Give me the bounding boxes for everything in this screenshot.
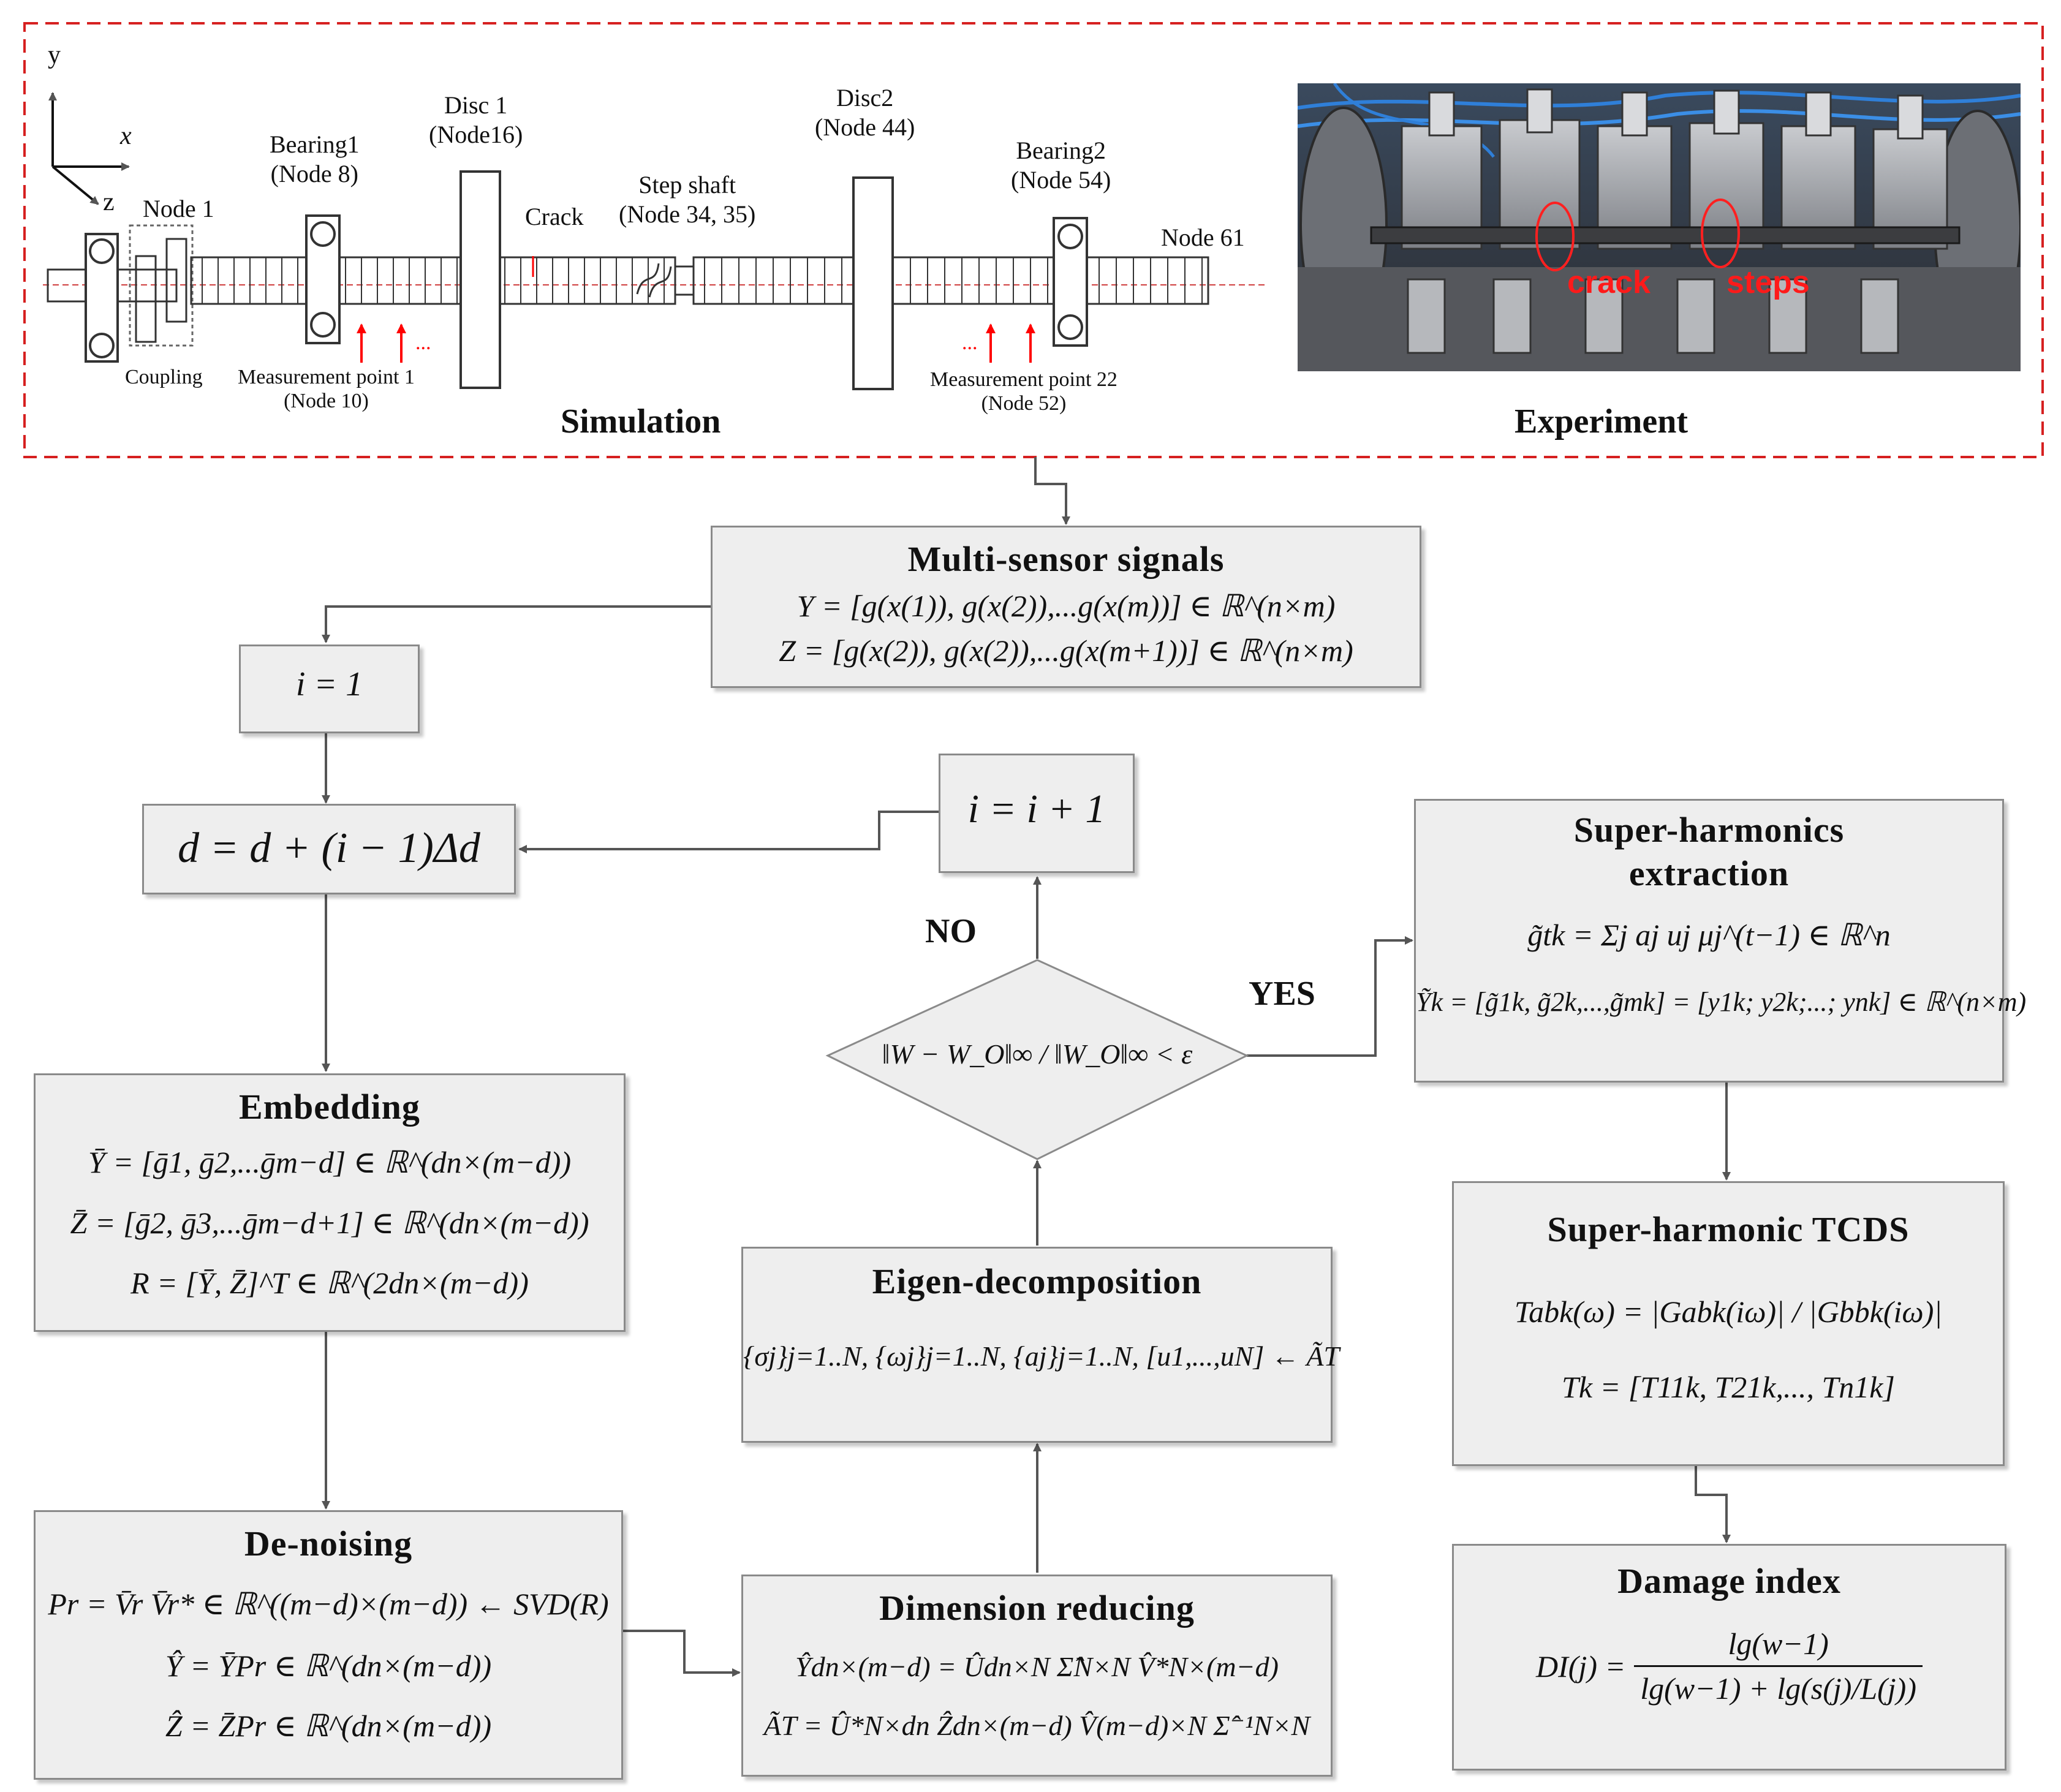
- disc-1-shape: [459, 170, 501, 389]
- node61-label: Node 61: [1161, 224, 1245, 251]
- denoising-eq-3: Ẑ = Z̄Pr ∈ ℝ^(dn×(m−d)): [165, 1709, 492, 1743]
- tcds-eq-1: Tabk(ω) = |Gabk(iω)| / |Gbbk(iω)|: [1514, 1295, 1943, 1329]
- crack-highlight: [1535, 202, 1575, 271]
- steps-photo-label: steps: [1726, 265, 1810, 300]
- increment-equation: i = i + 1: [967, 787, 1106, 831]
- init-box: i = 1: [239, 645, 420, 733]
- dimension-title: Dimension reducing: [879, 1588, 1195, 1628]
- axis-y-label: y: [48, 41, 61, 69]
- measurement-dots-22: ...: [962, 331, 978, 354]
- measurement-point-1-label: Measurement point 1 (Node 10): [238, 366, 415, 413]
- multi-sensor-title: Multi-sensor signals: [907, 539, 1225, 579]
- damage-index-box: Damage index DI(j) = lg(w−1) lg(w−1) + l…: [1452, 1544, 2006, 1771]
- no-label: NO: [925, 912, 977, 950]
- denoising-eq-2: Ŷ = ȲPr ∈ ℝ^(dn×(m−d)): [165, 1648, 492, 1683]
- embedding-box: Embedding Ȳ = [ḡ1, ḡ2,...ḡm−d] ∈ ℝ^(dn×(…: [34, 1073, 626, 1332]
- init-equation: i = 1: [295, 665, 363, 703]
- step-shaft-label: Step shaft (Node 34, 35): [619, 171, 756, 228]
- dimension-reducing-box: Dimension reducing Ŷdn×(m−d) = Ûdn×N Σ̂N…: [741, 1575, 1333, 1777]
- coupling-label: Coupling: [125, 366, 203, 388]
- dimension-eq-2: ÃT = Û*N×dn Ẑdn×(m−d) V̂(m−d)×N Σ̂⁻¹N×N: [763, 1709, 1310, 1741]
- yes-label: YES: [1249, 975, 1315, 1013]
- increment-box: i = i + 1: [939, 754, 1135, 873]
- bearing1-label: Bearing1 (Node 8): [270, 130, 360, 187]
- bearing-2-shape: [1053, 217, 1088, 347]
- disc2-label: Disc2 (Node 44): [815, 84, 915, 141]
- crack-photo-label: crack: [1567, 265, 1651, 300]
- shaft-segment-2: [692, 256, 1209, 305]
- disc-2-shape: [852, 176, 894, 390]
- damage-lhs: DI(j) =: [1536, 1649, 1626, 1684]
- axis-x-label: x: [120, 122, 132, 150]
- coupling-outline: [129, 224, 194, 347]
- update-d-box: d = d + (i − 1)Δd: [142, 804, 516, 894]
- embedding-title: Embedding: [239, 1087, 420, 1127]
- super-harmonic-tcds-box: Super-harmonic TCDS Tabk(ω) = |Gabk(iω)|…: [1452, 1181, 2005, 1466]
- simulation-title: Simulation: [561, 403, 721, 440]
- denoising-eq-1: Pr = V̄r V̄r* ∈ ℝ^((m−d)×(m−d)) ← SVD(R): [48, 1587, 609, 1621]
- tcds-title: Super-harmonic TCDS: [1547, 1209, 1910, 1249]
- multi-sensor-signals-box: Multi-sensor signals Y = [g(x(1)), g(x(2…: [711, 526, 1421, 688]
- denoising-title: De-noising: [244, 1524, 413, 1563]
- multi-sensor-eq-y: Y = [g(x(1)), g(x(2)),...g(x(m))] ∈ ℝ^(n…: [796, 589, 1336, 623]
- multi-sensor-eq-z: Z = [g(x(2)), g(x(2)),...g(x(m+1))] ∈ ℝ^…: [779, 633, 1353, 668]
- dimension-eq-1: Ŷdn×(m−d) = Ûdn×N Σ̂N×N V̂*N×(m−d): [795, 1651, 1279, 1682]
- damage-numerator: lg(w−1): [1728, 1627, 1829, 1661]
- axis-z-label: z: [103, 188, 115, 216]
- embedding-eq-3: R = [Ȳ, Z̄]^T ∈ ℝ^(2dn×(m−d)): [130, 1266, 529, 1300]
- embedding-eq-1: Ȳ = [ḡ1, ḡ2,...ḡm−d] ∈ ℝ^(dn×(m−d)): [88, 1145, 572, 1179]
- arrow-signals-to-init: [322, 605, 711, 643]
- measurement-point-22-label: Measurement point 22 (Node 52): [930, 368, 1117, 415]
- damage-denominator: lg(w−1) + lg(s(j)/L(j)): [1640, 1671, 1916, 1706]
- experiment-photo: crack steps: [1298, 83, 2021, 371]
- arrow-denoising-to-dimension: [623, 1630, 741, 1677]
- tcds-eq-2: Tk = [T11k, T21k,..., Tn1k]: [1562, 1369, 1895, 1404]
- rig-illustration: [1298, 83, 2021, 371]
- damage-formula: DI(j) = lg(w−1) lg(w−1) + lg(s(j)/L(j)): [1454, 1626, 2005, 1706]
- denoising-box: De-noising Pr = V̄r V̄r* ∈ ℝ^((m−d)×(m−d…: [34, 1510, 623, 1780]
- eigen-title: Eigen-decomposition: [872, 1261, 1202, 1301]
- disc1-label: Disc 1 (Node16): [429, 91, 523, 148]
- extraction-title-2: extraction: [1628, 853, 1790, 893]
- step-shaft-mark: [636, 263, 672, 298]
- bearing2-label: Bearing2 (Node 54): [1011, 137, 1111, 194]
- decision-diamond: [825, 959, 1249, 1160]
- bearing-end-shape: [85, 233, 119, 363]
- steps-highlight: [1701, 198, 1740, 268]
- extraction-eq-1: g̃tk = Σj aj uj μj^(t−1) ∈ ℝ^n: [1527, 918, 1891, 952]
- top-dashed-frame: [23, 22, 2044, 458]
- measurement-dots-1: ...: [415, 331, 431, 354]
- arrow-frame-to-signals: [1034, 457, 1070, 525]
- experiment-title: Experiment: [1515, 403, 1689, 440]
- eigen-eq-1: {σj}j=1..N, {ωj}j=1..N, {aj}j=1..N, [u1,…: [743, 1340, 1340, 1372]
- decision-condition: ‖W − W_O‖∞ / ‖W_O‖∞ < ε: [882, 1038, 1193, 1070]
- damage-fraction-bar: [1634, 1665, 1923, 1667]
- arrow-decision-to-extraction: [1247, 936, 1413, 1057]
- extraction-eq-2: Ỹk = [g̃1k, g̃2k,...,g̃mk] = [y1k; y2k;.…: [1416, 986, 2027, 1017]
- embedding-eq-2: Z̄ = [ḡ2, ḡ3,...ḡm−d+1] ∈ ℝ^(dn×(m−d)): [70, 1205, 589, 1240]
- node1-label: Node 1: [143, 195, 214, 222]
- extraction-title-1: Super-harmonics: [1573, 810, 1845, 850]
- update-d-equation: d = d + (i − 1)Δd: [178, 825, 480, 872]
- arrow-increment-to-update: [518, 811, 939, 853]
- arrow-tcds-to-damage: [1695, 1466, 1731, 1543]
- bearing-1-shape: [305, 214, 341, 344]
- coordinate-axes: [48, 92, 130, 205]
- super-harmonics-extraction-box: Super-harmonics extraction g̃tk = Σj aj …: [1414, 799, 2027, 1083]
- damage-title: Damage index: [1617, 1561, 1841, 1601]
- crack-label: Crack: [525, 203, 584, 230]
- eigen-decomposition-box: Eigen-decomposition {σj}j=1..N, {ωj}j=1.…: [741, 1247, 1340, 1443]
- damage-fraction: lg(w−1) lg(w−1) + lg(s(j)/L(j)): [1634, 1626, 1923, 1706]
- shaft-segment-1: [190, 256, 676, 305]
